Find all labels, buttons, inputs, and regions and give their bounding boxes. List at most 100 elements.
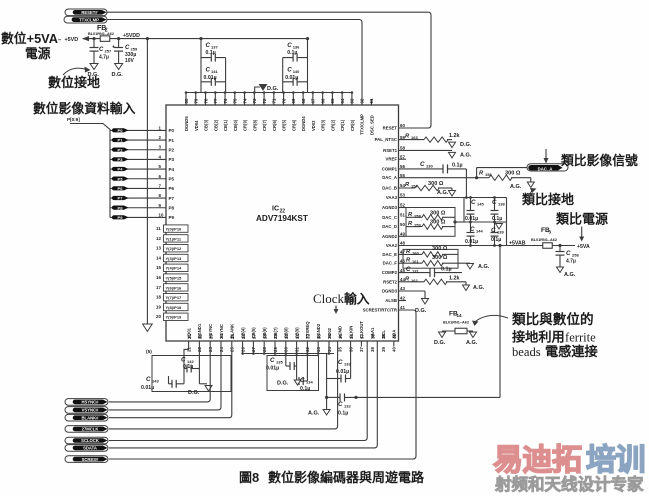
svg-text:132: 132	[344, 404, 351, 409]
svg-text:TTXREQ: TTXREQ	[305, 321, 310, 339]
svg-text:R: R	[479, 171, 484, 177]
svg-text:5: 5	[159, 164, 162, 169]
svg-text:D.G.: D.G.	[112, 72, 124, 78]
svg-text:Y(0)/P10: Y(0)/P10	[166, 227, 183, 232]
svg-text:P3: P3	[118, 157, 124, 162]
svg-text:66: 66	[320, 98, 325, 103]
svg-text:69: 69	[291, 98, 296, 103]
svg-text:DAC_B: DAC_B	[382, 186, 397, 191]
svg-text:76: 76	[223, 98, 228, 103]
svg-text:53: 53	[400, 193, 405, 198]
svg-text:DAC_E: DAC_E	[382, 252, 397, 257]
svg-text:35: 35	[338, 347, 343, 352]
svg-text:64: 64	[340, 98, 345, 103]
svg-text:161: 161	[412, 259, 419, 264]
svg-text:19: 19	[156, 304, 161, 309]
svg-text:0.1µ: 0.1µ	[441, 267, 452, 273]
svg-text:P4: P4	[169, 167, 175, 172]
svg-text:Y(4)/P14: Y(4)/P14	[166, 266, 183, 271]
svg-text:A.G.: A.G.	[460, 152, 472, 158]
svg-text:38: 38	[370, 347, 375, 352]
svg-text:P1: P1	[118, 138, 124, 143]
svg-text:BLANK#: BLANK#	[82, 415, 100, 420]
svg-text:DAC_A: DAC_A	[382, 175, 397, 180]
svg-text:59: 59	[400, 135, 405, 140]
svg-text:RESET: RESET	[383, 126, 398, 131]
svg-text:14: 14	[156, 255, 161, 260]
svg-text:55: 55	[400, 173, 405, 178]
svg-text:0.01µ: 0.01µ	[266, 366, 279, 372]
svg-text:74: 74	[242, 98, 247, 103]
svg-text:39: 39	[381, 347, 386, 352]
svg-text:VSYNC#: VSYNC#	[82, 408, 99, 413]
svg-text:P0: P0	[118, 128, 124, 133]
svg-text:FB: FB	[97, 25, 106, 32]
svg-text:0.01µ: 0.01µ	[465, 239, 478, 245]
svg-text:12: 12	[156, 236, 161, 241]
svg-text:R: R	[405, 134, 410, 140]
svg-text:CR(8): CR(8)	[252, 119, 257, 131]
svg-text:16: 16	[156, 275, 161, 280]
svg-text:ADV7194KST: ADV7194KST	[256, 214, 308, 223]
svg-text:P6: P6	[118, 186, 124, 191]
svg-text:P9: P9	[169, 215, 175, 220]
svg-text:57: 57	[400, 154, 405, 159]
svg-text:BLANK: BLANK	[230, 324, 235, 339]
svg-text:電源: 電源	[25, 46, 51, 61]
svg-text:D.G.: D.G.	[88, 72, 100, 78]
svg-text:DAC_A: DAC_A	[538, 166, 553, 171]
svg-text:P0: P0	[169, 128, 175, 133]
svg-text:C: C	[287, 42, 292, 49]
svg-text:0.1µ: 0.1µ	[287, 50, 297, 56]
svg-text:0.1µ: 0.1µ	[491, 237, 501, 243]
svg-text:Clock: Clock	[313, 291, 345, 306]
svg-text:41: 41	[400, 305, 405, 310]
svg-text:DAC_C: DAC_C	[382, 215, 397, 220]
svg-text:+5VD: +5VD	[65, 37, 79, 43]
svg-text:Y(8)/P18: Y(8)/P18	[166, 305, 183, 310]
svg-text:18: 18	[156, 295, 161, 300]
svg-text:80: 80	[184, 98, 189, 103]
svg-text:–: –	[58, 38, 62, 44]
svg-text:14: 14	[457, 313, 463, 318]
svg-text:培训: 培训	[586, 443, 645, 477]
svg-text:ALSB: ALSB	[385, 298, 397, 303]
svg-text:0.1µ: 0.1µ	[452, 162, 463, 168]
svg-text:CR(1): CR(1)	[340, 119, 345, 131]
svg-text:CR(5): CR(5)	[282, 119, 287, 131]
svg-text:P4: P4	[118, 167, 124, 172]
svg-text:VAA1: VAA1	[370, 327, 375, 339]
svg-text:75: 75	[233, 98, 238, 103]
svg-text:68: 68	[301, 98, 306, 103]
svg-text:P[0:9]: P[0:9]	[67, 117, 80, 122]
svg-text:CB(4): CB(4)	[240, 327, 245, 339]
svg-text:D.G.: D.G.	[277, 381, 289, 387]
svg-text:P5: P5	[169, 177, 175, 182]
svg-text:23: 23	[208, 334, 213, 339]
svg-text:D.G.: D.G.	[415, 308, 427, 314]
svg-text:54: 54	[400, 183, 405, 188]
svg-text:40: 40	[392, 334, 397, 339]
svg-text:133: 133	[344, 362, 351, 367]
svg-text:0.1µ: 0.1µ	[183, 364, 193, 370]
svg-text:數位接地: 數位接地	[48, 75, 100, 90]
svg-text:13: 13	[156, 246, 161, 251]
svg-text:C: C	[270, 357, 275, 364]
svg-text:0.01µ: 0.01µ	[336, 369, 349, 375]
svg-text:RSET2: RSET2	[383, 279, 397, 284]
svg-text:300 Ω: 300 Ω	[505, 171, 521, 177]
svg-text:26: 26	[241, 334, 246, 339]
svg-text:VSYNC: VSYNC	[219, 324, 224, 338]
svg-text:43: 43	[400, 286, 405, 291]
svg-text:1.2k: 1.2k	[449, 275, 460, 281]
svg-text:Y(6)/P16: Y(6)/P16	[166, 285, 183, 290]
svg-text:P8: P8	[169, 206, 175, 211]
svg-text:79: 79	[194, 98, 199, 103]
svg-text:300 Ω: 300 Ω	[432, 255, 448, 261]
svg-text:42: 42	[400, 296, 405, 301]
svg-text:134: 134	[306, 380, 313, 385]
svg-text:+: +	[112, 45, 115, 51]
svg-text:C: C	[146, 376, 151, 383]
svg-text:DGND2: DGND2	[316, 323, 321, 338]
svg-text:0.1µ: 0.1µ	[300, 386, 310, 392]
